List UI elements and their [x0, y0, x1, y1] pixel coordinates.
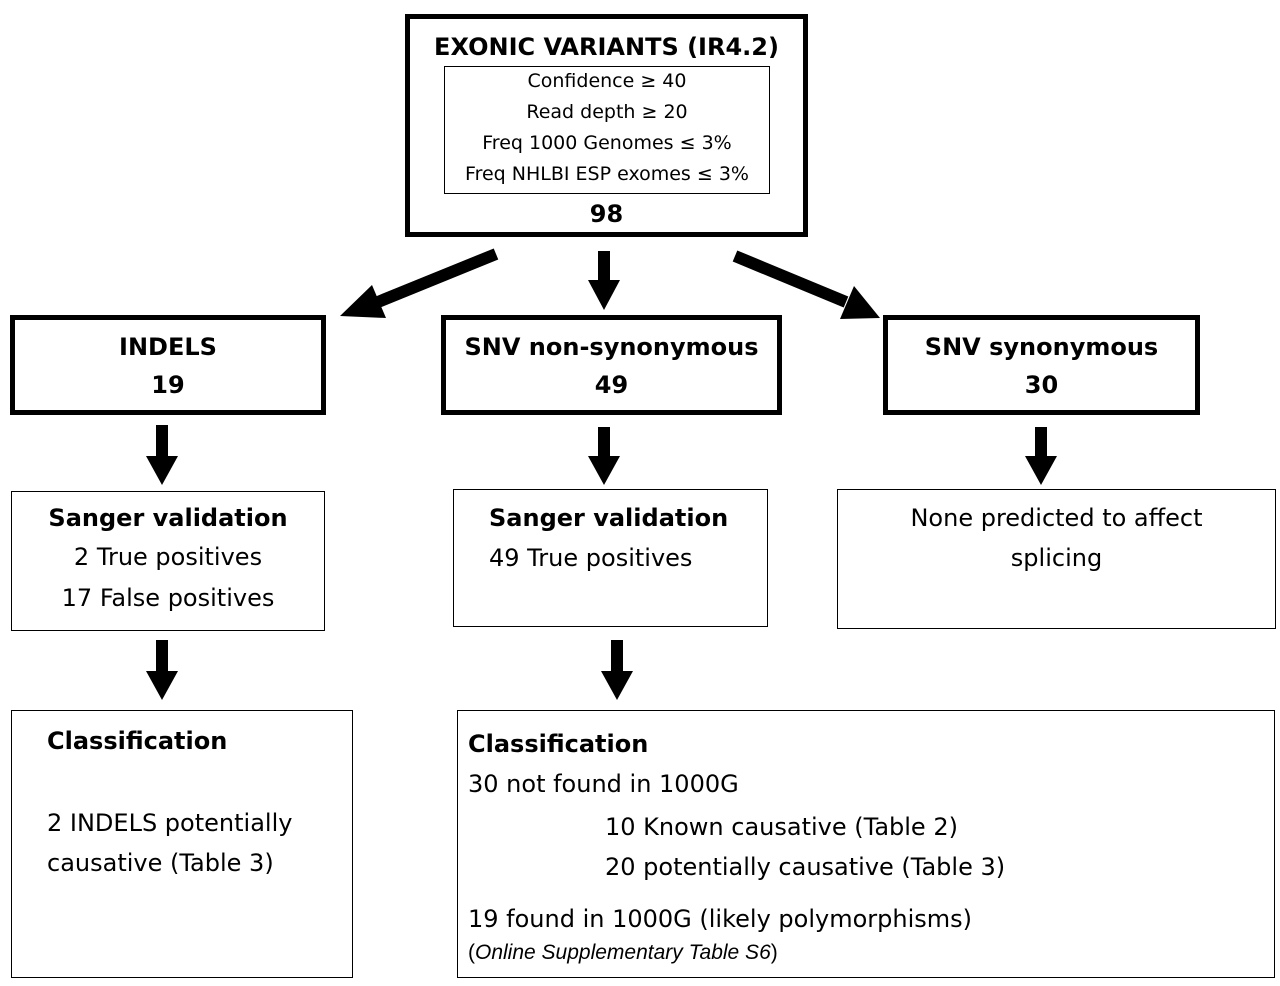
- syn-result-line-2: splicing: [1010, 544, 1103, 572]
- arrowhead-syn-to-result: [1025, 456, 1057, 485]
- indels-title: INDELS: [119, 333, 217, 361]
- known-causative: 10 Known causative (Table 2): [605, 813, 958, 841]
- found-1000g: 19 found in 1000G (likely polymorphisms): [468, 905, 972, 933]
- nonsyn-classification-title: Classification: [468, 730, 649, 758]
- indels-count: 19: [151, 371, 185, 399]
- arrowhead-top-to-syn: [840, 286, 880, 319]
- indels-classification-line-1: 2 INDELS potentially: [47, 809, 293, 837]
- snv-nonsynonymous-title: SNV non-synonymous: [464, 333, 759, 361]
- arrowhead-top-to-nonsyn: [588, 280, 620, 310]
- nonsyn-validation-title: Sanger validation: [489, 504, 729, 532]
- nonsyn-classification-box: Classification 30 not found in 1000G 10 …: [457, 710, 1275, 978]
- filter-criteria-box: Confidence ≥ 40 Read depth ≥ 20 Freq 100…: [444, 66, 770, 194]
- indels-true-positives: 2 True positives: [73, 543, 263, 571]
- indels-box: INDELS 19: [10, 315, 326, 415]
- syn-result-line-1: None predicted to affect: [910, 504, 1203, 532]
- indels-validation-title: Sanger validation: [48, 504, 288, 532]
- note-text: Online Supplementary Table S6: [475, 941, 771, 964]
- note-close-paren: ): [770, 941, 778, 964]
- exonic-variants-count: 98: [589, 200, 624, 228]
- arrowhead-indels-validation-to-classification: [146, 671, 178, 700]
- arrow-top-to-syn: [732, 250, 849, 308]
- arrowhead-nonsyn-validation-to-classification: [601, 671, 633, 700]
- criterion-read-depth: Read depth ≥ 20: [526, 101, 688, 123]
- snv-synonymous-title: SNV synonymous: [924, 333, 1159, 361]
- exonic-variants-box: EXONIC VARIANTS (IR4.2) Confidence ≥ 40 …: [405, 14, 808, 237]
- snv-nonsynonymous-count: 49: [594, 371, 629, 399]
- arrowhead-nonsyn-to-validation: [588, 456, 620, 485]
- exonic-variants-title: EXONIC VARIANTS (IR4.2): [434, 33, 779, 61]
- note-open-paren: (: [468, 941, 475, 964]
- arrowhead-top-to-indels: [340, 285, 386, 318]
- snv-nonsynonymous-box: SNV non-synonymous 49: [441, 315, 782, 415]
- snv-synonymous-count: 30: [1024, 371, 1059, 399]
- criterion-1000-genomes: Freq 1000 Genomes ≤ 3%: [482, 132, 732, 154]
- nonsyn-true-positives: 49 True positives: [489, 544, 693, 572]
- indels-classification-title: Classification: [47, 727, 228, 755]
- indels-validation-box: Sanger validation 2 True positives 17 Fa…: [11, 491, 325, 631]
- criterion-confidence: Confidence ≥ 40: [527, 70, 687, 92]
- supplementary-table-note: (Online Supplementary Table S6): [468, 941, 778, 965]
- not-found-1000g: 30 not found in 1000G: [468, 770, 739, 798]
- arrowhead-indels-to-validation: [146, 456, 178, 485]
- syn-result-box: None predicted to affect splicing: [837, 489, 1276, 629]
- indels-classification-box: Classification 2 INDELS potentially caus…: [11, 710, 353, 978]
- indels-classification-line-2: causative (Table 3): [47, 849, 274, 877]
- potentially-causative: 20 potentially causative (Table 3): [605, 853, 1006, 881]
- arrow-top-to-indels: [375, 248, 499, 308]
- criterion-nhlbi-esp: Freq NHLBI ESP exomes ≤ 3%: [465, 163, 749, 185]
- indels-false-positives: 17 False positives: [61, 584, 275, 612]
- nonsyn-validation-box: Sanger validation 49 True positives: [453, 489, 768, 627]
- snv-synonymous-box: SNV synonymous 30: [883, 315, 1200, 415]
